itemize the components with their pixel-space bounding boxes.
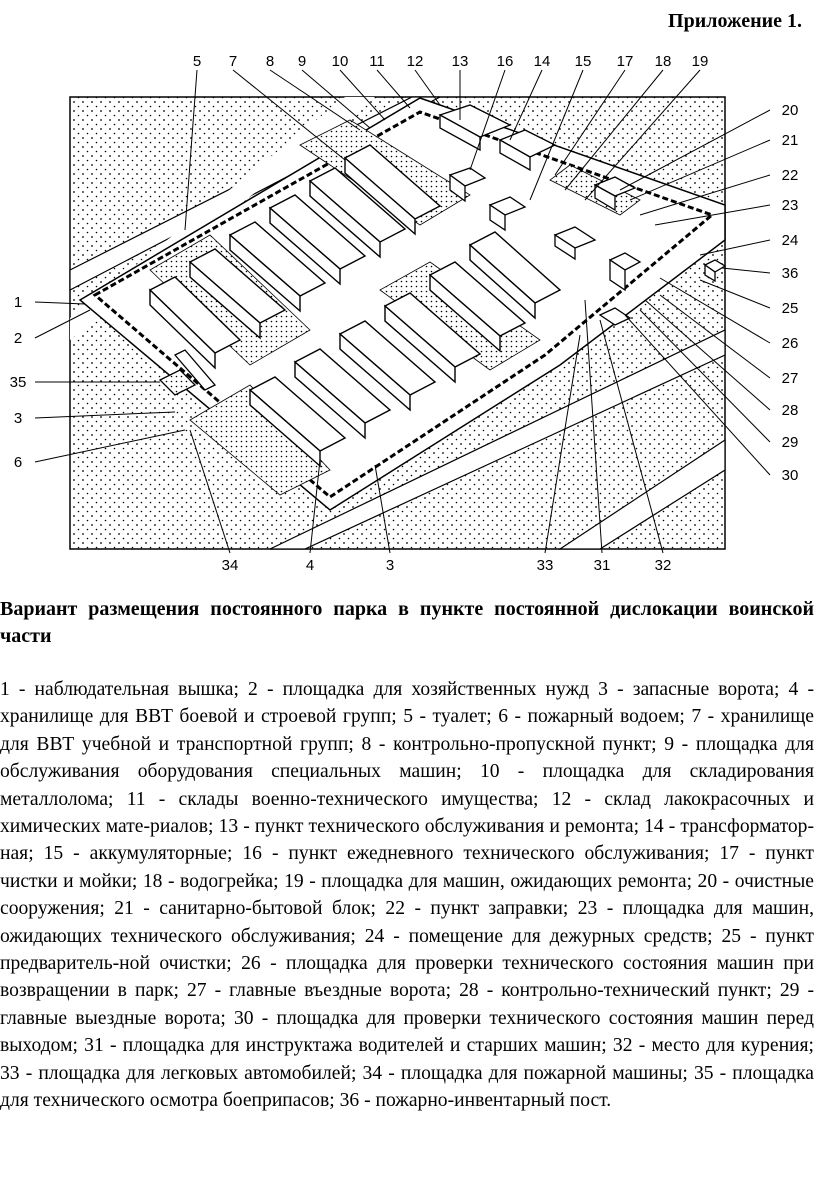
storage-buildings: [148, 144, 562, 468]
callout-26: 26: [782, 335, 799, 352]
callout-27: 27: [782, 370, 799, 387]
legend-text: 1 - наблюдательная вышка; 2 - площадка д…: [0, 679, 814, 1112]
appendix-label: Приложение 1.: [668, 10, 802, 32]
callout-4: 4: [306, 557, 314, 574]
callout-19: 19: [692, 53, 709, 70]
callout-35: 35: [10, 374, 27, 391]
callouts-left: 1 2 35 3 6: [10, 294, 27, 471]
callout-7: 7: [229, 53, 237, 70]
figure-caption: Вариант размещения постоянного парка в п…: [0, 598, 814, 647]
callout-6: 6: [14, 454, 22, 471]
callout-15: 15: [575, 53, 592, 70]
callout-5: 5: [193, 53, 201, 70]
callout-3-left: 3: [14, 410, 22, 427]
callout-16: 16: [497, 53, 514, 70]
callout-36: 36: [782, 265, 799, 282]
callout-21: 21: [782, 132, 799, 149]
callout-2: 2: [14, 330, 22, 347]
callouts-top: 5 7 8 9 10 11 12 13 16 14 15 17 18 19: [193, 53, 709, 70]
callout-23: 23: [782, 197, 799, 214]
callout-22: 22: [782, 167, 799, 184]
callout-17: 17: [617, 53, 634, 70]
callout-29: 29: [782, 434, 799, 451]
callout-13: 13: [452, 53, 469, 70]
callout-18: 18: [655, 53, 672, 70]
callout-25: 25: [782, 300, 799, 317]
callout-leaders: [34, 69, 771, 554]
callout-10: 10: [332, 53, 349, 70]
callouts-bottom: 34 4 3 33 31 32: [222, 557, 672, 574]
callout-31: 31: [594, 557, 611, 574]
callout-14: 14: [534, 53, 551, 70]
service-buildings: [158, 104, 727, 396]
callout-12: 12: [407, 53, 424, 70]
park-layout-diagram: 5 7 8 9 10 11 12 13 16 14 15 17 18 19 20…: [10, 53, 799, 574]
callout-30: 30: [782, 467, 799, 484]
callout-34: 34: [222, 557, 239, 574]
callout-8: 8: [266, 53, 274, 70]
callout-32: 32: [655, 557, 672, 574]
callout-3-bottom: 3: [386, 557, 394, 574]
callout-20: 20: [782, 102, 799, 119]
callout-24: 24: [782, 232, 799, 249]
callout-11: 11: [369, 53, 385, 70]
callout-28: 28: [782, 402, 799, 419]
callout-33: 33: [537, 557, 554, 574]
callout-1: 1: [14, 294, 22, 311]
callout-9: 9: [298, 53, 306, 70]
callouts-right: 20 21 22 23 24 36 25 26 27 28 29 30: [782, 102, 799, 484]
